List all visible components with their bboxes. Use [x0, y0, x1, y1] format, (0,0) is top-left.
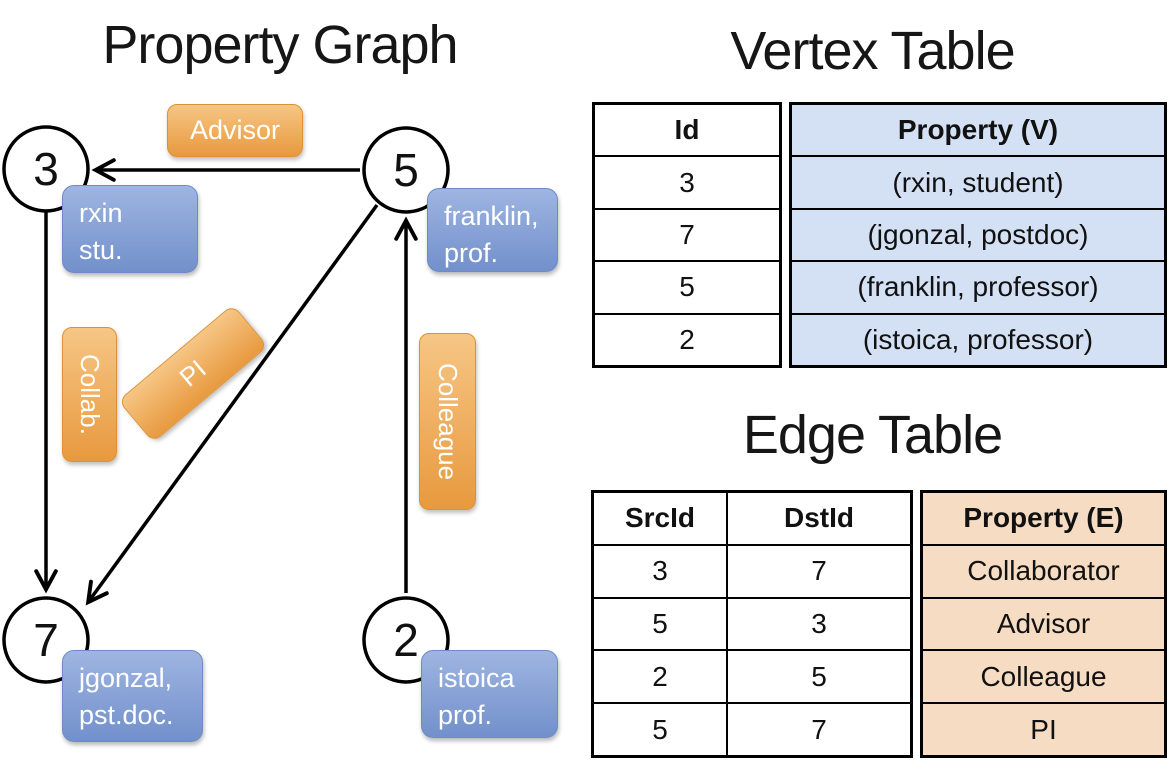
vertex-table: Id 3 7 5 2 Property (V) (rxin, student) … [592, 102, 1167, 368]
table-row: 5 7 [594, 702, 910, 755]
table-cell: 7 [726, 545, 910, 597]
table-cell: 3 [652, 555, 668, 587]
node-7-property-line2: pst.doc. [79, 700, 174, 730]
table-cell: PI [923, 702, 1164, 755]
node-5-id: 5 [393, 144, 419, 196]
node-7-id: 7 [33, 614, 59, 666]
edge-table-id-columns: SrcId DstId 3 7 5 3 2 5 [591, 490, 913, 758]
edge-table-title: Edge Table [742, 405, 1003, 465]
table-cell: Colleague [923, 649, 1164, 702]
edge-label-collab: Collab. [62, 327, 117, 462]
table-cell: 2 [595, 312, 779, 365]
edge-table-dstid-header: DstId [726, 493, 910, 544]
table-cell: 3 [595, 155, 779, 207]
table-column-gap [782, 102, 789, 368]
edge-label-colleague: Colleague [419, 333, 476, 510]
table-cell: Advisor [923, 596, 1164, 650]
table-cell: (istoica, professor) [792, 312, 1164, 365]
node-5-property-line1: franklin, [444, 201, 539, 231]
table-cell: 5 [652, 713, 668, 745]
node-7-property-line1: jgonzal, [79, 663, 173, 693]
table-cell: 7 [595, 207, 779, 260]
vertex-table-title: Vertex Table [730, 21, 1015, 81]
table-cell: Collaborator [923, 543, 1164, 597]
vertex-table-id-column: Id 3 7 5 2 [592, 102, 782, 368]
edge-table-ids-header-row: SrcId DstId [594, 493, 910, 544]
edge-table-property-header: Property (E) [963, 502, 1124, 534]
node-5-property-box: franklin, prof. [427, 188, 558, 272]
table-cell: 5 [726, 651, 910, 703]
table-cell: 2 [652, 660, 668, 692]
table-row: 5 3 [594, 596, 910, 650]
table-cell: 7 [726, 704, 910, 755]
table-cell: (jgonzal, postdoc) [792, 207, 1164, 260]
node-3-property-box: rxin stu. [62, 185, 198, 273]
edge-table-srcid-header: SrcId [624, 502, 696, 534]
vertex-table-property-column: Property (V) (rxin, student) (jgonzal, p… [789, 102, 1167, 368]
vertex-table-property-header: Property (V) [897, 114, 1059, 146]
edge-table: SrcId DstId 3 7 5 3 2 5 [591, 490, 1167, 758]
table-row: 2 5 [594, 649, 910, 703]
node-2-property-line1: istoica [438, 663, 515, 693]
property-graph-title: Property Graph [102, 15, 458, 75]
edge-label-advisor: Advisor [167, 104, 303, 157]
node-2-property-box: istoica prof. [421, 650, 558, 738]
node-2-id: 2 [393, 614, 419, 666]
table-column-gap [913, 490, 920, 758]
table-cell: (rxin, student) [792, 155, 1164, 207]
node-3-property-line1: rxin [79, 198, 123, 228]
node-5-property-line2: prof. [444, 238, 499, 268]
table-cell: 5 [595, 260, 779, 312]
node-2-property-line2: prof. [438, 700, 493, 730]
edge-table-property-column: Property (E) Collaborator Advisor Collea… [920, 490, 1167, 758]
table-row: 3 7 [594, 543, 910, 597]
node-3-id: 3 [33, 143, 59, 195]
table-cell: 5 [652, 607, 668, 639]
node-7-property-box: jgonzal, pst.doc. [62, 650, 203, 742]
edge-label-pi: PI [117, 304, 269, 443]
table-cell: (franklin, professor) [792, 260, 1164, 312]
node-3-property-line2: stu. [79, 235, 123, 265]
vertex-table-id-header: Id [674, 114, 700, 146]
table-cell: 3 [726, 598, 910, 650]
